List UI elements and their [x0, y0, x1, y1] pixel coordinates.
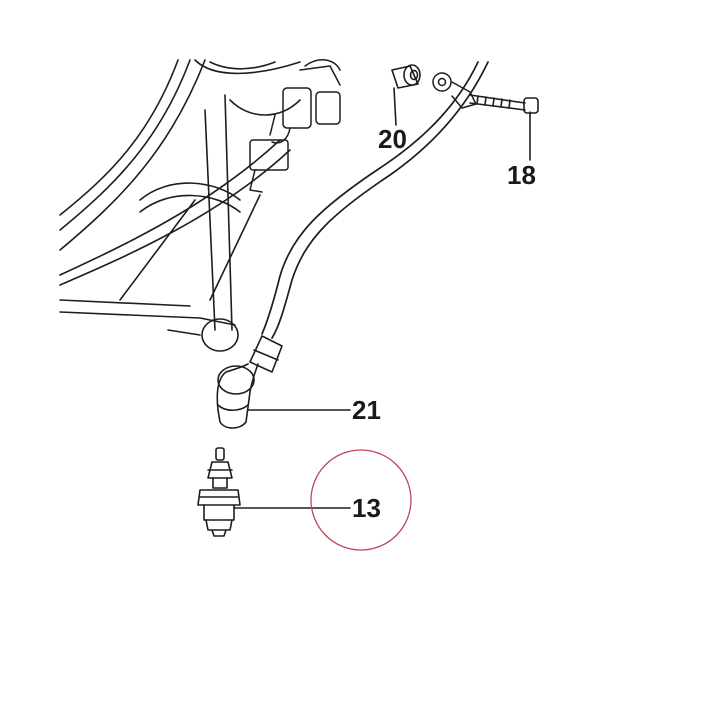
part-21-boot [216, 335, 351, 429]
part-18-bolt [469, 94, 539, 161]
callout-20: 20 [378, 124, 407, 154]
part-20-bushing [391, 64, 421, 126]
highlight-circle [310, 449, 412, 551]
wiring-connector-block [249, 59, 341, 193]
sensor-cable [261, 61, 489, 339]
callout-21: 21 [352, 395, 381, 425]
callout-13: 13 [352, 493, 381, 523]
frame-structure [59, 59, 301, 352]
part-13-sensor [197, 447, 351, 537]
callout-18: 18 [507, 160, 536, 190]
